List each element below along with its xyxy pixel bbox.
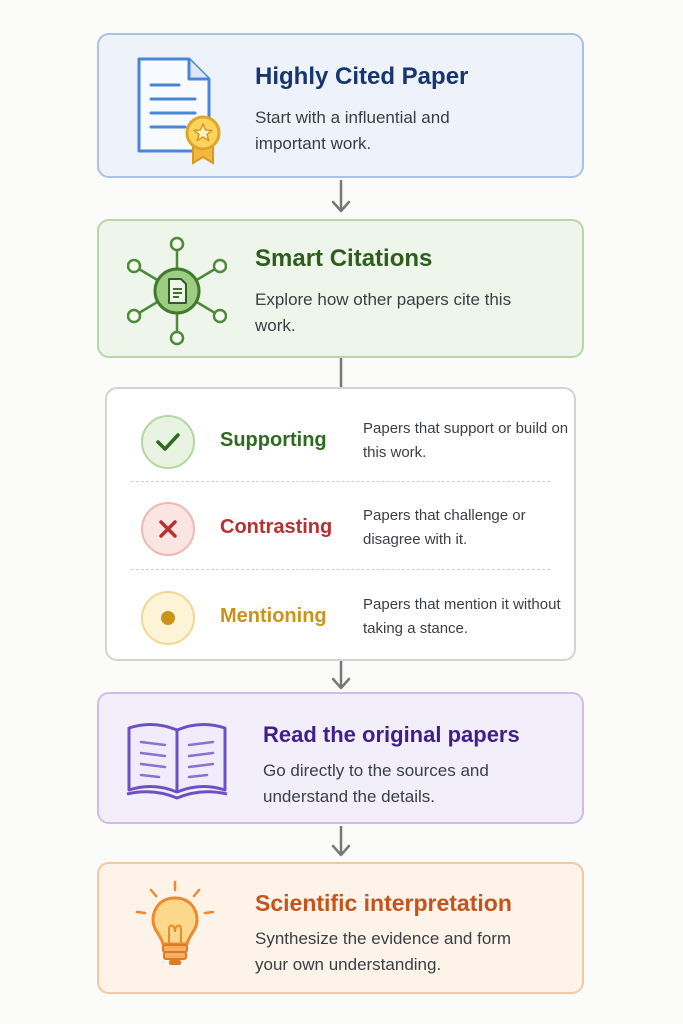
citation-types-panel: Supporting Papers that support or build …: [105, 387, 576, 661]
citation-type-description: Papers that mention it without taking a …: [363, 596, 561, 637]
checkmark-icon: [141, 415, 195, 469]
down-arrow-icon: [331, 826, 351, 857]
step-title: Read the original papers: [263, 722, 520, 747]
citation-type-label: Mentioning: [220, 605, 327, 627]
dot-icon: [141, 591, 195, 645]
lightbulb-icon: [133, 878, 217, 979]
citation-type-label: Supporting: [220, 429, 327, 451]
citation-type-description: Papers that support or build on this wor…: [363, 420, 569, 461]
citation-type-mentioning: Mentioning Papers that mention it withou…: [107, 577, 574, 665]
citation-type-description: Papers that challenge or disagree with i…: [363, 507, 526, 548]
step-scientific-interpretation: Scientific interpretation Synthesize the…: [97, 862, 584, 994]
open-book-icon: [125, 718, 229, 809]
step-title: Scientific interpretation: [255, 890, 512, 916]
step-description: Synthesize the evidence and form your ow…: [255, 929, 512, 974]
step-read-original-papers: Read the original papers Go directly to …: [97, 692, 584, 824]
step-smart-citations: Smart Citations Explore how other papers…: [97, 219, 584, 358]
step-description: Explore how other papers cite this work.: [255, 290, 512, 335]
step-title: Highly Cited Paper: [255, 63, 469, 90]
step-description: Start with a influential and important w…: [255, 108, 450, 153]
step-highly-cited-paper: Highly Cited Paper Start with a influent…: [97, 33, 584, 178]
citation-type-contrasting: Contrasting Papers that challenge or dis…: [107, 488, 574, 576]
connector-line: [339, 358, 343, 388]
step-title: Smart Citations: [255, 245, 433, 272]
down-arrow-icon: [331, 661, 351, 690]
divider: [131, 569, 550, 570]
document-with-award-icon: [133, 55, 225, 170]
citation-type-label: Contrasting: [220, 516, 333, 538]
down-arrow-icon: [331, 180, 351, 213]
step-description: Go directly to the sources and understan…: [263, 761, 489, 806]
citation-type-supporting: Supporting Papers that support or build …: [107, 401, 574, 489]
divider: [131, 481, 550, 482]
citation-network-icon: [126, 235, 228, 352]
x-mark-icon: [141, 502, 195, 556]
